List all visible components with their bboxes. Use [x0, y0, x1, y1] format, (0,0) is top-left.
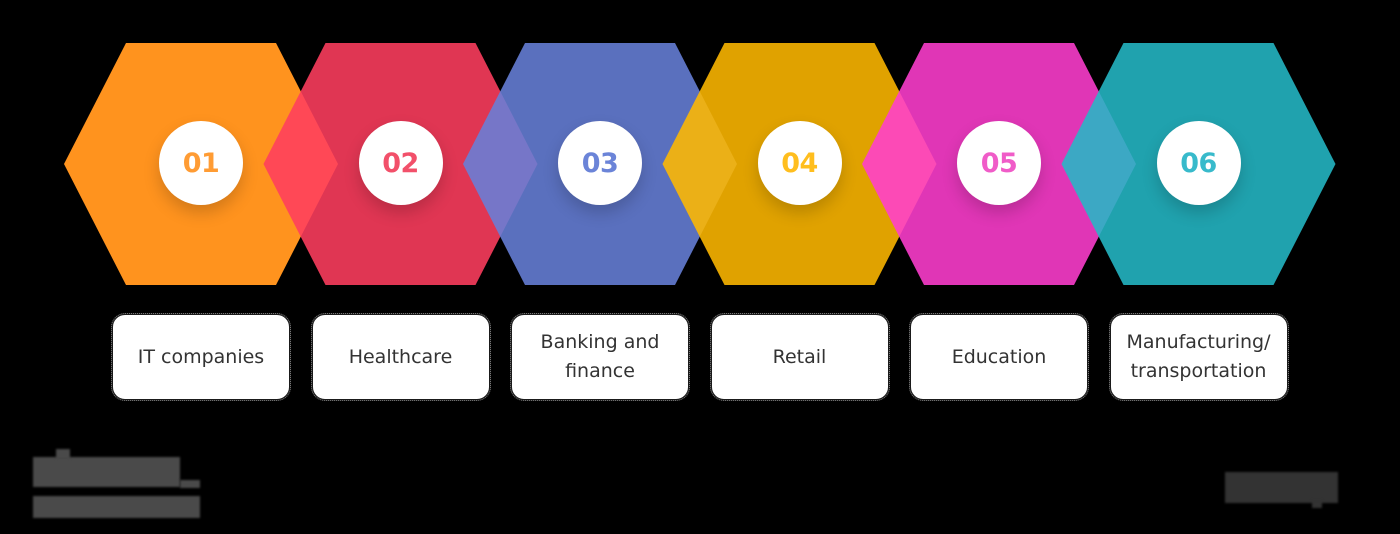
left-logo-mark-bottom	[33, 496, 200, 518]
step-label-text: Education	[951, 345, 1047, 368]
step-label-box: Healthcare	[310, 313, 491, 401]
left-logo-mark-line	[180, 480, 200, 488]
step-label-box: IT companies	[111, 313, 291, 401]
right-logo-mark-tail	[1312, 500, 1322, 508]
step-number-badge: 03	[558, 121, 642, 205]
right-logo-mark	[1225, 472, 1338, 503]
step-number-badge: 06	[1156, 121, 1241, 205]
step-label-box: Retail	[709, 313, 890, 401]
left-logo-mark-peak	[56, 449, 70, 459]
step-label-text: IT companies	[137, 345, 265, 368]
step-label-box: Education	[909, 313, 1089, 401]
step-label-box: Banking and finance	[510, 313, 690, 401]
step-label-text: Retail	[772, 345, 827, 368]
step-label-text: Manufacturing/ transportation	[1126, 331, 1271, 382]
step-label-box: Manufacturing/ transportation	[1108, 313, 1289, 401]
step-label-text: Healthcare	[348, 345, 453, 368]
step-number-badge: 05	[957, 121, 1041, 205]
left-logo-mark-top	[33, 457, 180, 487]
step-number-badge: 02	[358, 121, 443, 205]
step-number-badge: 01	[159, 121, 243, 205]
step-label-text: Banking and finance	[540, 331, 660, 382]
step-number-badge: 04	[757, 121, 842, 205]
